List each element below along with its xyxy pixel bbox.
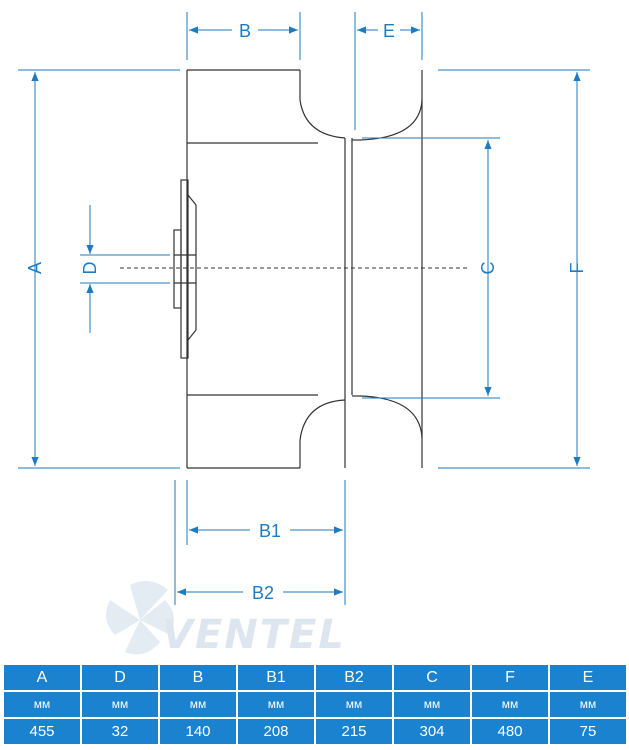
fan-blades-icon bbox=[106, 581, 174, 655]
fan-outline bbox=[173, 69, 423, 469]
table-header-cell: C bbox=[394, 665, 470, 690]
table-value-cell: 32 bbox=[82, 719, 158, 744]
table-value-cell: 75 bbox=[550, 719, 626, 744]
table-value-cell: 480 bbox=[472, 719, 548, 744]
table-unit-cell: мм bbox=[4, 692, 80, 717]
table-header-cell: B2 bbox=[316, 665, 392, 690]
table-value-cell: 304 bbox=[394, 719, 470, 744]
dim-label-e: E bbox=[383, 21, 395, 41]
table-unit-cell: мм bbox=[238, 692, 314, 717]
table-value-cell: 215 bbox=[316, 719, 392, 744]
ventel-watermark-logo: VENTEL bbox=[106, 581, 346, 658]
table-header-cell: E bbox=[550, 665, 626, 690]
dim-label-b2: B2 bbox=[252, 583, 274, 603]
table-unit-cell: мм bbox=[82, 692, 158, 717]
table-unit-cell: мм bbox=[316, 692, 392, 717]
table-value-cell: 140 bbox=[160, 719, 236, 744]
table-unit-cell: мм bbox=[550, 692, 626, 717]
technical-drawing: VENTEL bbox=[18, 12, 590, 658]
dim-label-b1: B1 bbox=[259, 521, 281, 541]
table-header-cell: B1 bbox=[238, 665, 314, 690]
dim-label-c: C bbox=[478, 262, 498, 275]
dim-label-a: A bbox=[25, 262, 45, 274]
watermark-text: VENTEL bbox=[162, 612, 346, 658]
table-value-cell: 455 bbox=[4, 719, 80, 744]
table-header-cell: F bbox=[472, 665, 548, 690]
table-header-cell: B bbox=[160, 665, 236, 690]
dim-label-f: F bbox=[567, 263, 587, 274]
table-value-cell: 208 bbox=[238, 719, 314, 744]
dim-label-b: B bbox=[239, 21, 251, 41]
table-header-cell: D bbox=[82, 665, 158, 690]
table-unit-cell: мм bbox=[394, 692, 470, 717]
table-header-cell: A bbox=[4, 665, 80, 690]
dim-label-d: D bbox=[80, 262, 100, 275]
table-unit-cell: мм bbox=[160, 692, 236, 717]
table-unit-cell: мм bbox=[472, 692, 548, 717]
dimension-lines bbox=[18, 12, 590, 605]
